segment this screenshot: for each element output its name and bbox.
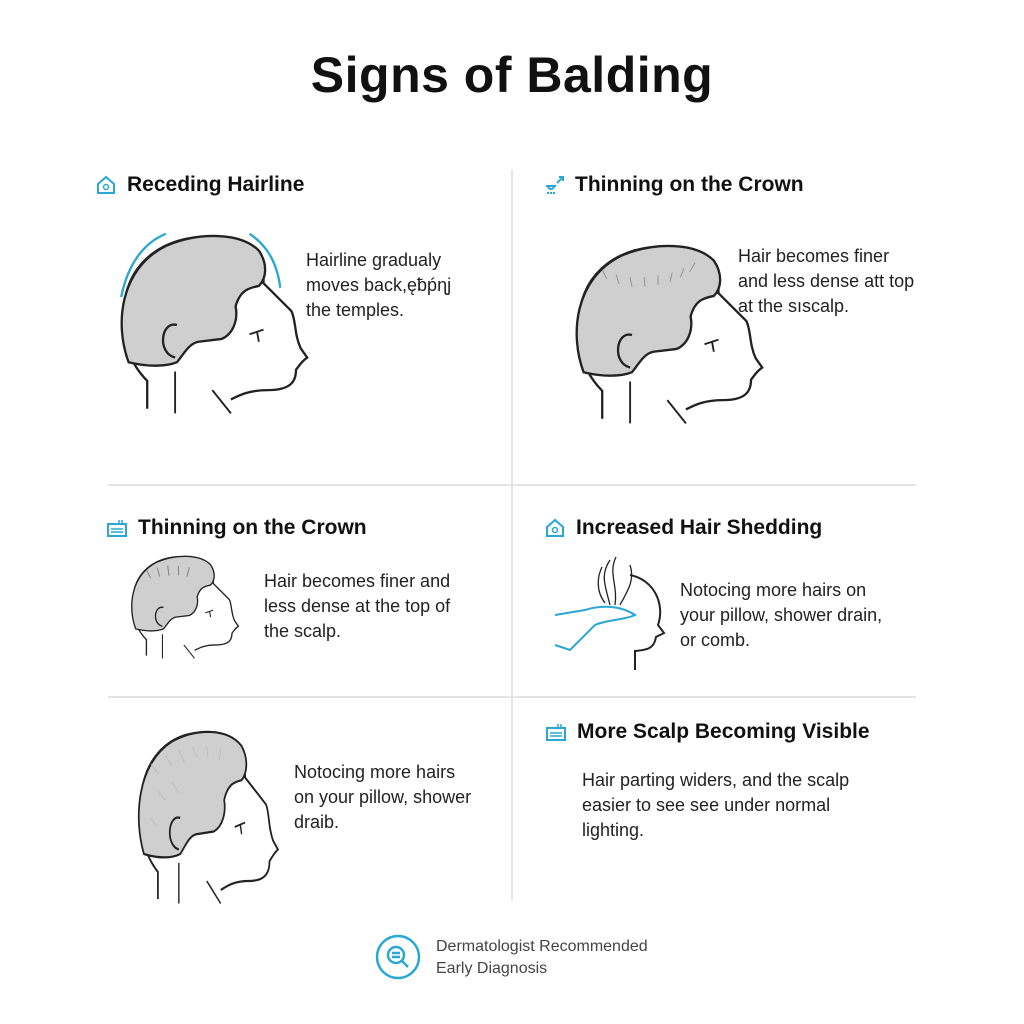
footer-line-2: Early Diagnosis [436, 960, 548, 977]
footer-text: Dermatologist Recommended Early Diagnosi… [436, 936, 648, 980]
divider-vertical [511, 170, 513, 900]
house-icon [546, 518, 564, 537]
magnifier-icon [375, 934, 421, 980]
panel-title: Receding Hairline [127, 173, 305, 196]
panel-title: Thinning on the Crown [138, 516, 367, 539]
panel-title: Thinning on the Crown [575, 173, 804, 196]
divider-horizontal [108, 696, 916, 698]
panel-thinning-crown-2-header: Thinning on the Crown [106, 516, 367, 540]
panel-thinning-crown-header: Thinning on the Crown [543, 173, 804, 197]
shower-icon [546, 176, 564, 194]
receding-hairline-illustration [120, 232, 309, 415]
footer-line-1: Dermatologist Recommended [436, 938, 648, 955]
panel-title: More Scalp Becoming Visible [577, 720, 870, 743]
thinning-crown-illustration-small [131, 555, 240, 659]
divider-horizontal [108, 484, 916, 486]
panel-title: Increased Hair Shedding [576, 516, 823, 539]
panel-description: Hair becomes finer and less dense at the… [264, 571, 451, 641]
hair-loss-illustration [137, 730, 280, 905]
panel-description: Notocing more hairs on your pillow, show… [294, 762, 472, 832]
panel-description: Hair parting widers, and the scalp easie… [582, 770, 850, 840]
panel-description: Hairline gradualy moves back,ęƀṕɳj the t… [306, 250, 452, 320]
device-icon [107, 520, 127, 537]
panel-description: Hair becomes finer and less dense att to… [738, 246, 915, 316]
thinning-crown-illustration [575, 244, 764, 425]
panel-scalp-visible-header: More Scalp Becoming Visible [545, 720, 870, 744]
hair-shedding-illustration [554, 556, 666, 670]
panel-description: Notocing more hairs on your pillow, show… [680, 580, 883, 650]
device-icon [546, 724, 566, 741]
page-title: Signs of Balding [310, 47, 714, 103]
panel-receding-hairline-header: Receding Hairline [95, 173, 304, 197]
house-icon [97, 175, 115, 194]
panel-hair-shedding-header: Increased Hair Shedding [544, 516, 822, 540]
